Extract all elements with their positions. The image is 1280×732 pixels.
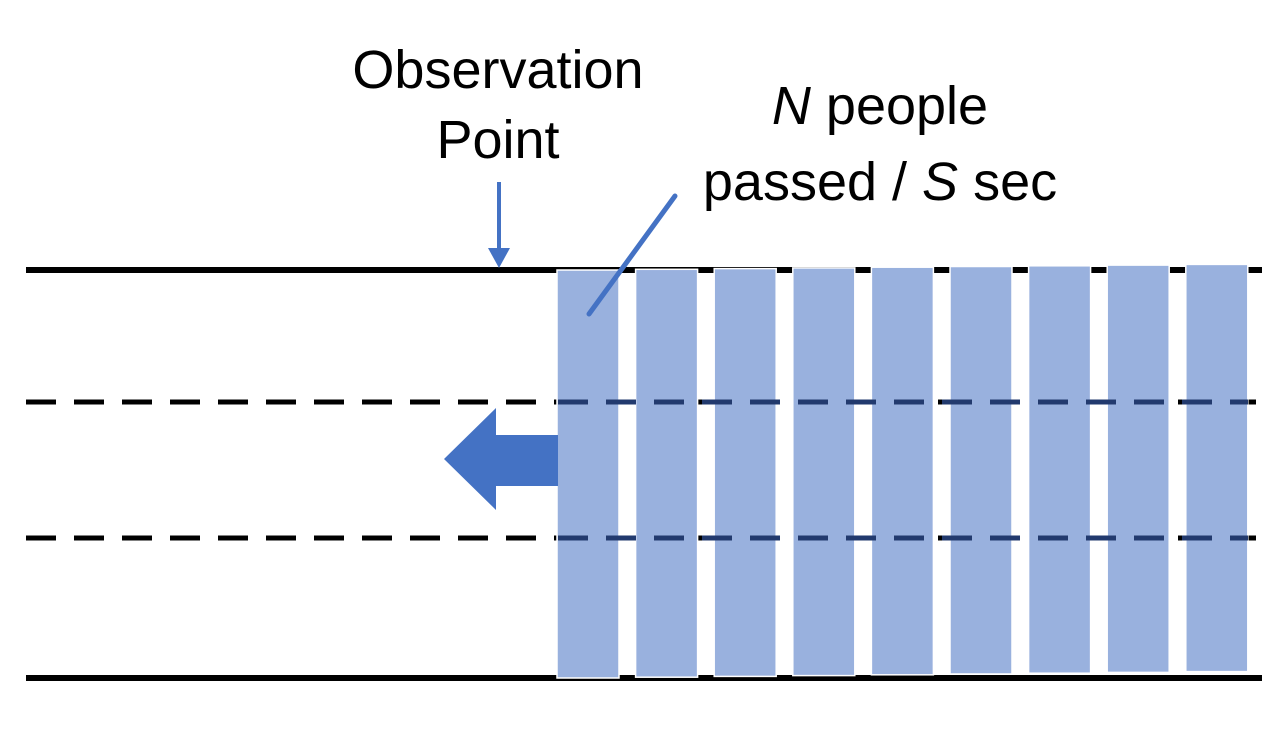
pedestrian-column [1185,263,1249,673]
pedestrian-column [949,265,1013,675]
flow-label-var-s: S [922,152,958,212]
pedestrian-column [1106,264,1170,674]
left-arrow-icon [444,408,558,510]
pointer-line [586,193,678,317]
observation-label-line1: Observation [352,40,643,100]
flow-label-text-passed: passed / [703,152,922,212]
lane-divider-overlay [558,399,1248,541]
flow-label-text-sec: sec [958,152,1057,212]
pedestrian-columns [556,263,1249,679]
pedestrian-column [792,267,856,677]
pedestrian-column [556,269,620,679]
down-arrow-icon [488,182,510,268]
pedestrian-column [1027,265,1092,674]
pedestrian-column [634,268,699,678]
flow-label-line2: passed / S sec [703,152,1057,212]
pedestrian-column [870,266,935,676]
flow-label-var-n: N [772,76,812,136]
flow-label-line1: N people [772,76,988,136]
flow-label-text-people: people [811,76,988,136]
pedestrian-column [713,267,777,678]
observation-label-line2: Point [436,110,559,170]
